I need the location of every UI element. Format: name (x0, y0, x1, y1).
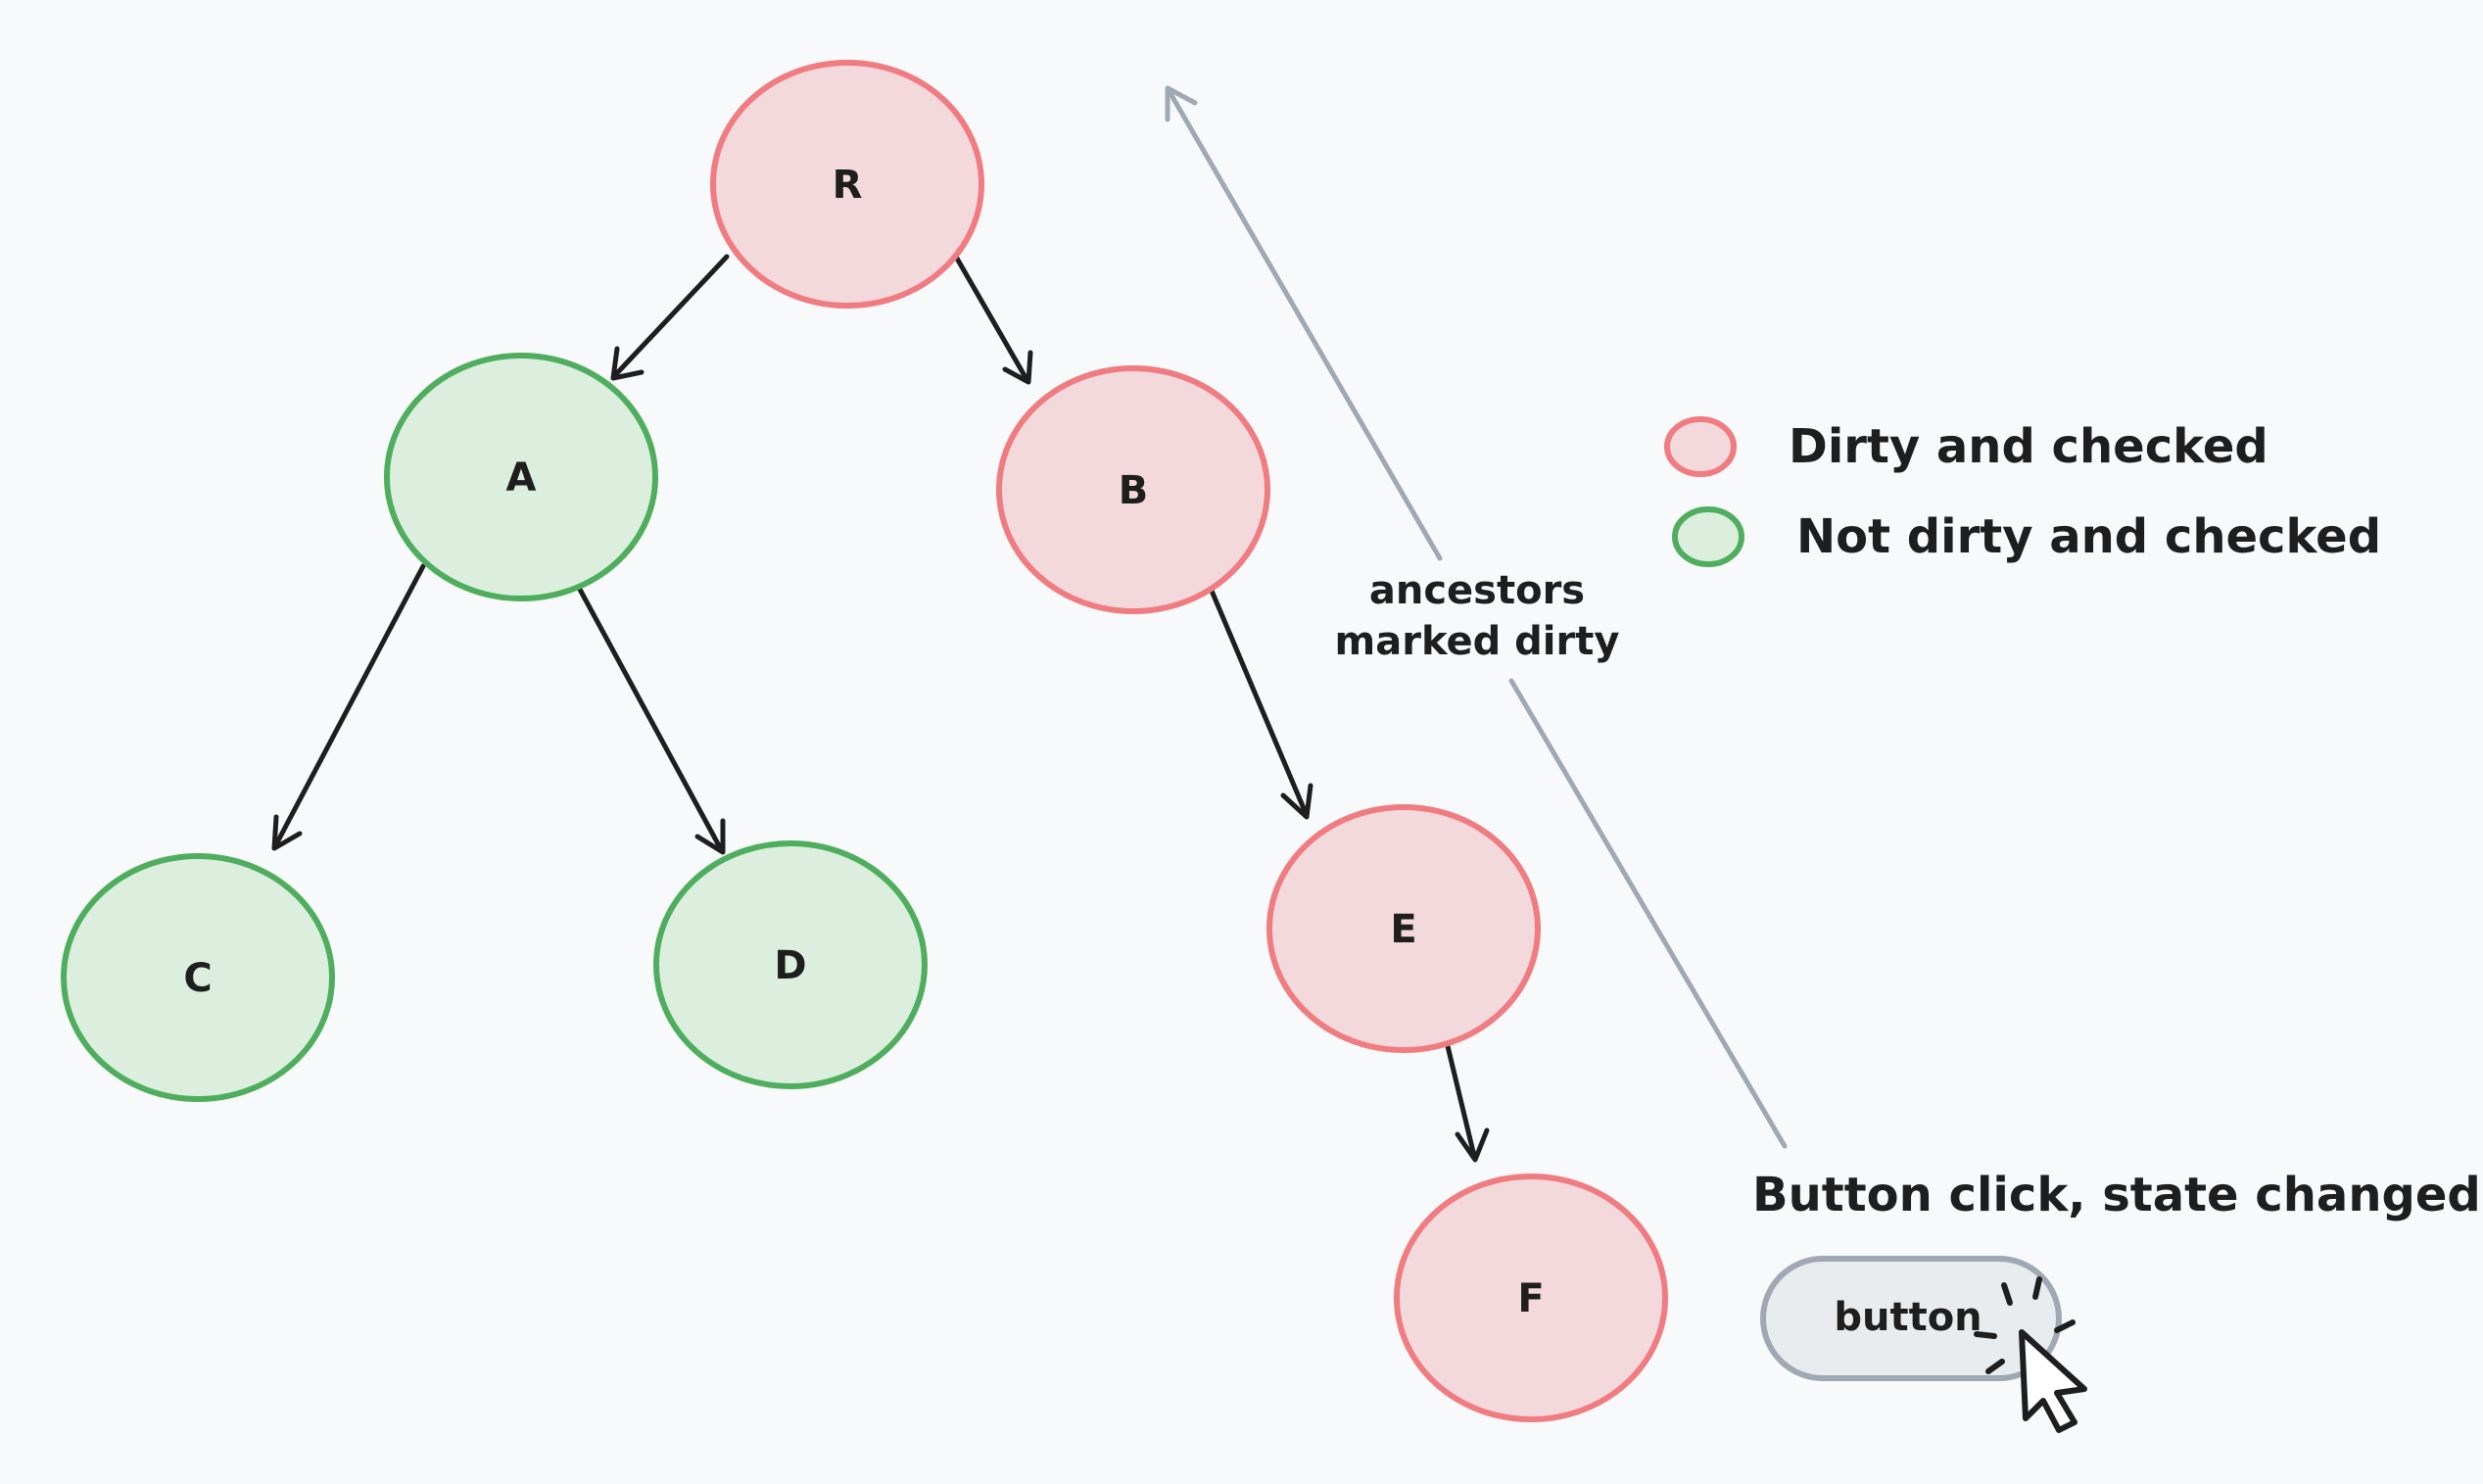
edge-r-b (953, 254, 1029, 382)
node-b-circle (996, 365, 1270, 614)
node-c: C (61, 853, 335, 1102)
ancestors-arrow-lower (1508, 678, 1788, 1149)
node-b: B (996, 365, 1270, 614)
node-r-circle (710, 60, 984, 309)
demo-button-label[interactable]: button (1834, 1295, 1982, 1340)
click-spark-3 (2054, 1319, 2076, 1333)
edge-r-b-head (1002, 350, 1033, 385)
node-r-label: R (833, 163, 863, 208)
demo-button-shape[interactable] (1760, 1256, 2062, 1381)
legend-clean-label: Not dirty and checked (1796, 509, 2381, 564)
node-d: D (653, 840, 928, 1089)
node-d-circle (653, 840, 928, 1089)
edge-a-d (575, 583, 724, 852)
mouse-pointer-click-icon (1974, 1276, 2087, 1433)
legend-clean-swatch (1672, 506, 1744, 567)
node-f-circle (1394, 1173, 1668, 1422)
edge-b-e-head (1280, 783, 1313, 820)
edge-b-e (1209, 588, 1309, 816)
node-b-label: B (1119, 468, 1149, 513)
node-c-circle (61, 853, 335, 1102)
node-f-label: F (1517, 1276, 1544, 1321)
edge-r-a-head (610, 346, 645, 381)
node-r: R (710, 60, 984, 309)
edge-a-c (273, 563, 426, 847)
state-change-caption: Button click, state changed (1752, 1168, 2481, 1222)
node-a-label: A (506, 455, 537, 501)
edge-r-a (612, 254, 730, 378)
legend: Dirty and checked Not dirty and checked (1664, 416, 2381, 567)
node-d-label: D (774, 943, 806, 988)
tree-edges (271, 254, 1490, 1163)
edge-a-d-head (694, 818, 726, 855)
node-e-label: E (1390, 907, 1416, 952)
ancestors-annotation-line2: marked dirty (1335, 619, 1620, 664)
node-e-circle (1266, 804, 1541, 1053)
click-spark-5 (1985, 1359, 2005, 1374)
node-e: E (1266, 804, 1541, 1053)
node-f: F (1394, 1173, 1668, 1422)
demo-button[interactable]: button (1760, 1256, 2062, 1381)
tree-nodes: R A B C D E F (61, 60, 1668, 1422)
click-spark-4 (1974, 1331, 1997, 1339)
legend-dirty-label: Dirty and checked (1789, 419, 2268, 474)
ancestors-arrow (1165, 85, 1788, 1149)
click-spark-2 (2032, 1276, 2042, 1300)
edge-e-f (1445, 1043, 1477, 1159)
edge-e-f-head (1455, 1127, 1490, 1163)
node-a-circle (384, 353, 658, 601)
legend-dirty-swatch (1664, 416, 1737, 477)
ancestors-arrowhead (1165, 85, 1198, 122)
click-spark-1 (2001, 1282, 2013, 1306)
ancestors-arrow-upper (1166, 87, 1443, 561)
cursor-arrow (2019, 1329, 2087, 1433)
edge-a-c-head (271, 814, 303, 851)
ancestors-annotation-line1: ancestors (1369, 568, 1585, 613)
node-a: A (384, 353, 658, 601)
node-c-label: C (183, 956, 212, 1001)
